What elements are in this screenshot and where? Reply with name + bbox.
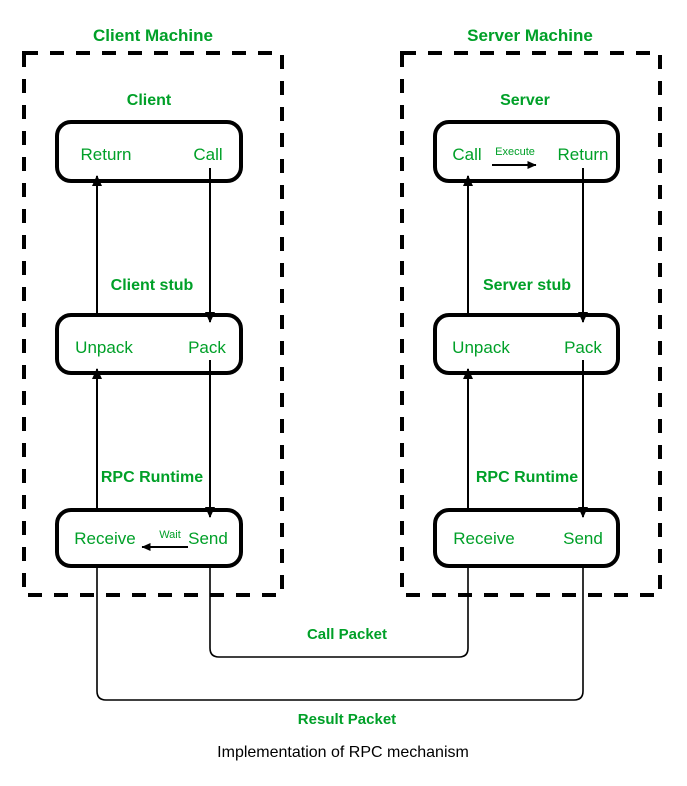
client-receive-label: Receive xyxy=(74,529,135,548)
server-runtime-layer-title: RPC Runtime xyxy=(476,469,578,486)
client-runtime-layer-title: RPC Runtime xyxy=(101,469,203,486)
server-stub-box[interactable] xyxy=(433,313,620,375)
server-machine-title: Server Machine xyxy=(467,26,593,45)
client-machine-boundary xyxy=(22,51,284,597)
server-execute-label: Execute xyxy=(495,146,535,158)
server-box[interactable] xyxy=(433,120,620,183)
client-call-label: Call xyxy=(193,145,222,164)
result-packet-route xyxy=(96,566,584,701)
server-send-label: Send xyxy=(563,529,603,548)
server-runtime-box[interactable] xyxy=(433,508,620,568)
diagram-caption: Implementation of RPC mechanism xyxy=(217,744,469,761)
server-receive-label: Receive xyxy=(453,529,514,548)
server-machine-boundary xyxy=(400,51,662,597)
server-stub-layer-title: Server stub xyxy=(483,277,571,294)
client-unpack-label: Unpack xyxy=(75,338,133,357)
client-wait-label: Wait xyxy=(159,529,181,541)
client-stub-layer-title: Client stub xyxy=(111,277,194,294)
server-pack-label: Pack xyxy=(564,338,602,357)
result-packet-label: Result Packet xyxy=(298,711,396,728)
client-stub-box[interactable] xyxy=(55,313,243,375)
server-unpack-label: Unpack xyxy=(452,338,510,357)
client-send-label: Send xyxy=(188,529,228,548)
call-packet-label: Call Packet xyxy=(307,626,387,643)
client-layer-title: Client xyxy=(127,92,172,109)
client-runtime-box[interactable] xyxy=(55,508,243,568)
call-packet-route xyxy=(209,566,469,658)
client-pack-label: Pack xyxy=(188,338,226,357)
server-layer-title: Server xyxy=(500,92,550,109)
server-return-label: Return xyxy=(557,145,608,164)
server-call-label: Call xyxy=(452,145,481,164)
client-box[interactable] xyxy=(55,120,243,183)
client-return-label: Return xyxy=(80,145,131,164)
client-machine-title: Client Machine xyxy=(93,26,213,45)
